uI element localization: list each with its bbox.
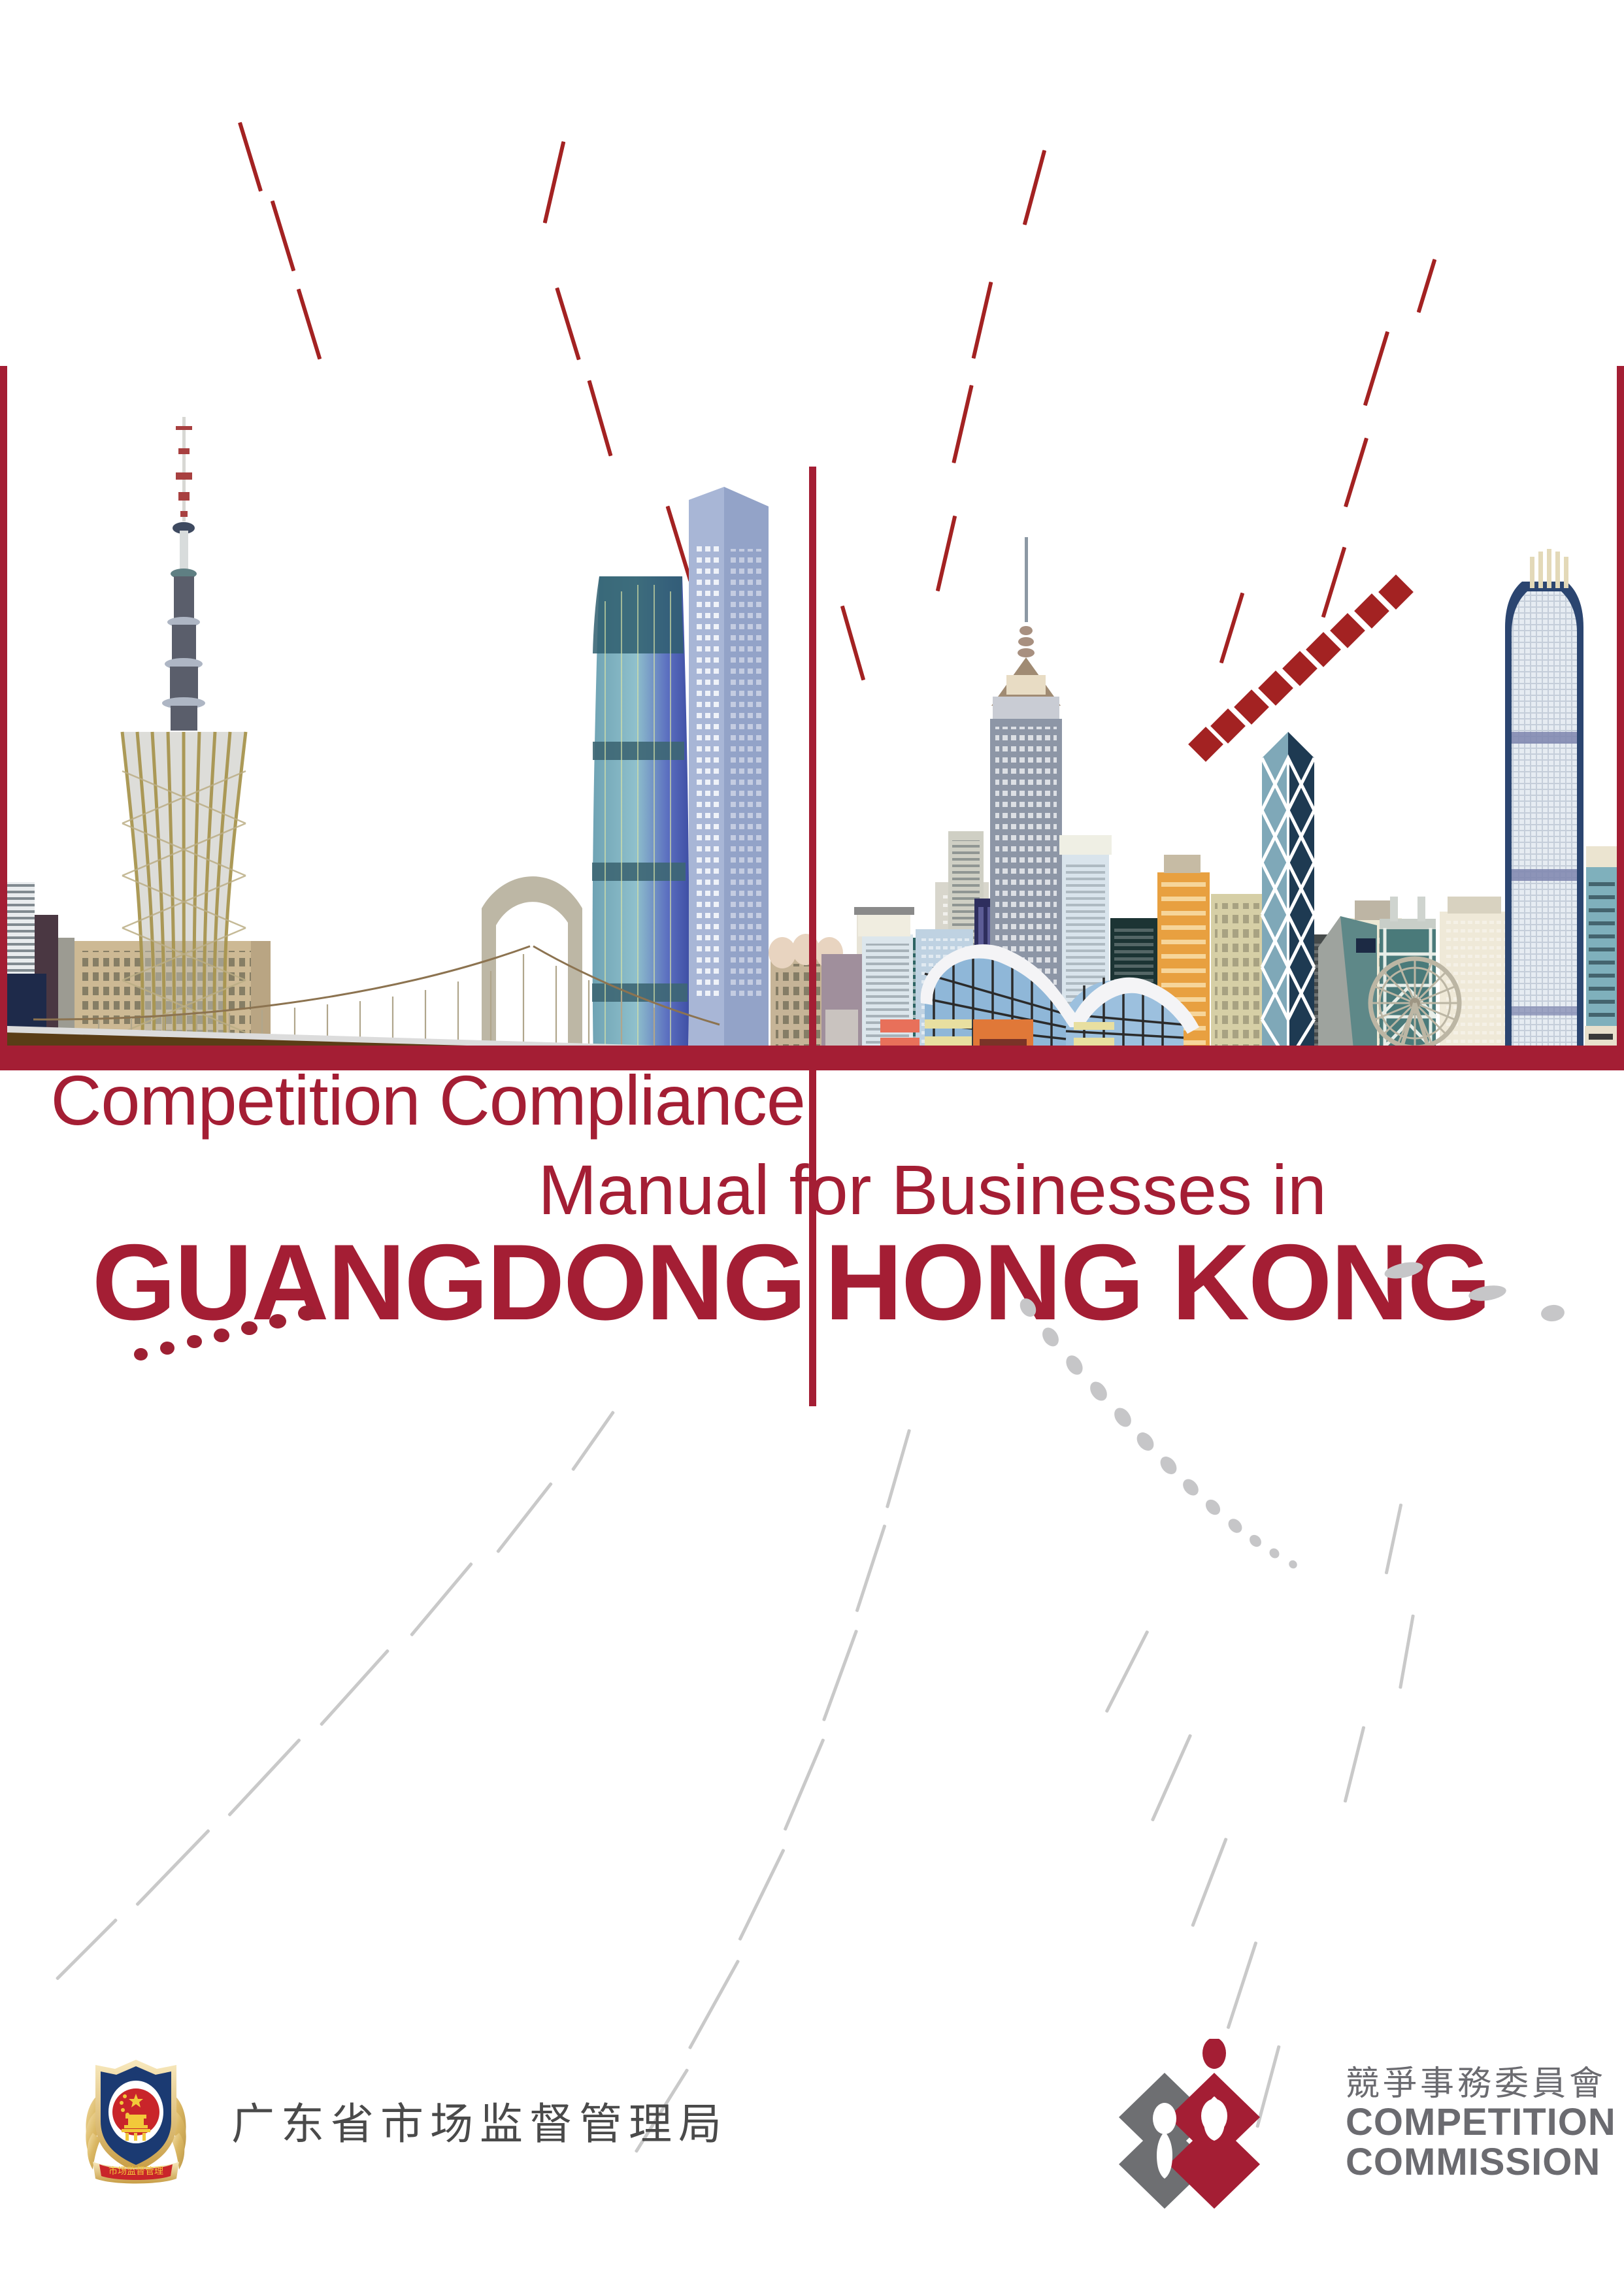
gray-oval-marker: [1267, 1546, 1282, 1560]
title-line-1: Competition Compliance: [50, 1061, 806, 1140]
gray-dash-stroke: [885, 1428, 912, 1509]
samr-shield-emblem: 市场监督管理: [86, 2060, 186, 2184]
gray-oval-marker: [1180, 1476, 1202, 1499]
gray-dash-stroke: [1399, 1614, 1415, 1689]
red-dash-stroke: [296, 288, 322, 360]
hongkong-skyline: [821, 537, 1617, 1062]
skyline-illustration: [7, 366, 1617, 1062]
gray-dash-stroke: [319, 1649, 390, 1726]
gray-dash-stroke: [1226, 1941, 1258, 2030]
bank-of-china-tower: [1260, 732, 1316, 1062]
competition-commission-diamond-mark: [1119, 2039, 1260, 2209]
gray-oval-marker: [1202, 1496, 1223, 1518]
guangdong-samr-logo: 市场监督管理 广东省市场监督管理局: [78, 2052, 728, 2189]
gray-dash-stroke: [783, 1738, 825, 1831]
center-divider: [809, 467, 816, 1406]
red-dot-marker: [160, 1342, 174, 1355]
gray-oval-marker: [1133, 1429, 1157, 1454]
gray-dash-stroke: [227, 1738, 301, 1817]
guangdong-organisation-name: 广东省市场监督管理局: [231, 2099, 728, 2149]
right-edge-towers: [1585, 846, 1617, 1062]
gray-dash-stroke: [1104, 1630, 1150, 1713]
gray-dash-stroke: [821, 1629, 859, 1722]
frame-right-edge: [1617, 366, 1624, 1070]
red-dash-stroke: [1416, 258, 1437, 314]
gray-dash-stroke: [55, 1918, 118, 1981]
region-name-guangdong: GUANGDONG: [91, 1222, 806, 1342]
gray-dash-stroke: [135, 1828, 210, 1907]
title-line-2: Manual for Businesses in: [538, 1150, 1327, 1229]
gray-oval-marker: [1110, 1404, 1135, 1430]
gray-oval-marker: [1225, 1516, 1245, 1536]
gray-dash-stroke: [855, 1524, 887, 1613]
red-dash-stroke: [971, 281, 993, 359]
gray-oval-marker: [1287, 1559, 1299, 1570]
red-dot-marker: [214, 1328, 229, 1342]
red-dot-marker: [241, 1321, 257, 1335]
red-dot-marker: [298, 1306, 316, 1321]
canton-tower: [120, 417, 248, 1062]
gray-oval-marker: [1247, 1532, 1264, 1549]
gray-dash-stroke: [1343, 1726, 1366, 1803]
red-dot-marker: [269, 1314, 286, 1328]
red-dash-stroke: [1022, 150, 1047, 225]
gray-dash-stroke: [1384, 1503, 1403, 1575]
gray-oval-marker: [1063, 1352, 1086, 1378]
red-dash-stroke: [238, 122, 263, 192]
commission-english-line-1: COMPETITION: [1346, 2100, 1616, 2143]
ctf-finance-centre: [592, 576, 689, 1062]
gray-oval-marker: [1157, 1453, 1180, 1477]
competition-commission-text-block: 競爭事務委員會 COMPETITION COMMISSION: [1346, 2064, 1616, 2183]
competition-commission-logo: 競爭事務委員會 COMPETITION COMMISSION: [1111, 2039, 1616, 2209]
frame-left-edge: [0, 366, 7, 1070]
guangzhou-ifc: [689, 487, 769, 1062]
gray-oval-marker: [1540, 1304, 1566, 1323]
gray-dash-stroke: [1150, 1734, 1193, 1822]
gray-dash-stroke: [495, 1481, 554, 1554]
red-dash-stroke: [270, 200, 296, 272]
red-dash-stroke: [555, 287, 581, 361]
emblem-banner-text: 市场监督管理: [108, 2166, 163, 2177]
red-dot-marker: [187, 1335, 202, 1348]
gray-dash-stroke: [409, 1562, 474, 1637]
red-dash-stroke: [542, 140, 566, 224]
commission-english-line-2: COMMISSION: [1346, 2140, 1601, 2183]
commission-chinese-name: 競爭事務委員會: [1346, 2064, 1607, 2103]
gray-oval-marker: [1086, 1378, 1111, 1404]
gray-dash-stroke: [571, 1410, 616, 1472]
region-name-hongkong: HONG KONG: [825, 1222, 1491, 1342]
gray-dash-stroke: [688, 1959, 740, 2050]
two-ifc: [1505, 549, 1583, 1062]
red-dot-marker: [134, 1348, 148, 1361]
gray-dash-stroke: [738, 1848, 786, 1941]
gray-dash-stroke: [1191, 1837, 1228, 1928]
